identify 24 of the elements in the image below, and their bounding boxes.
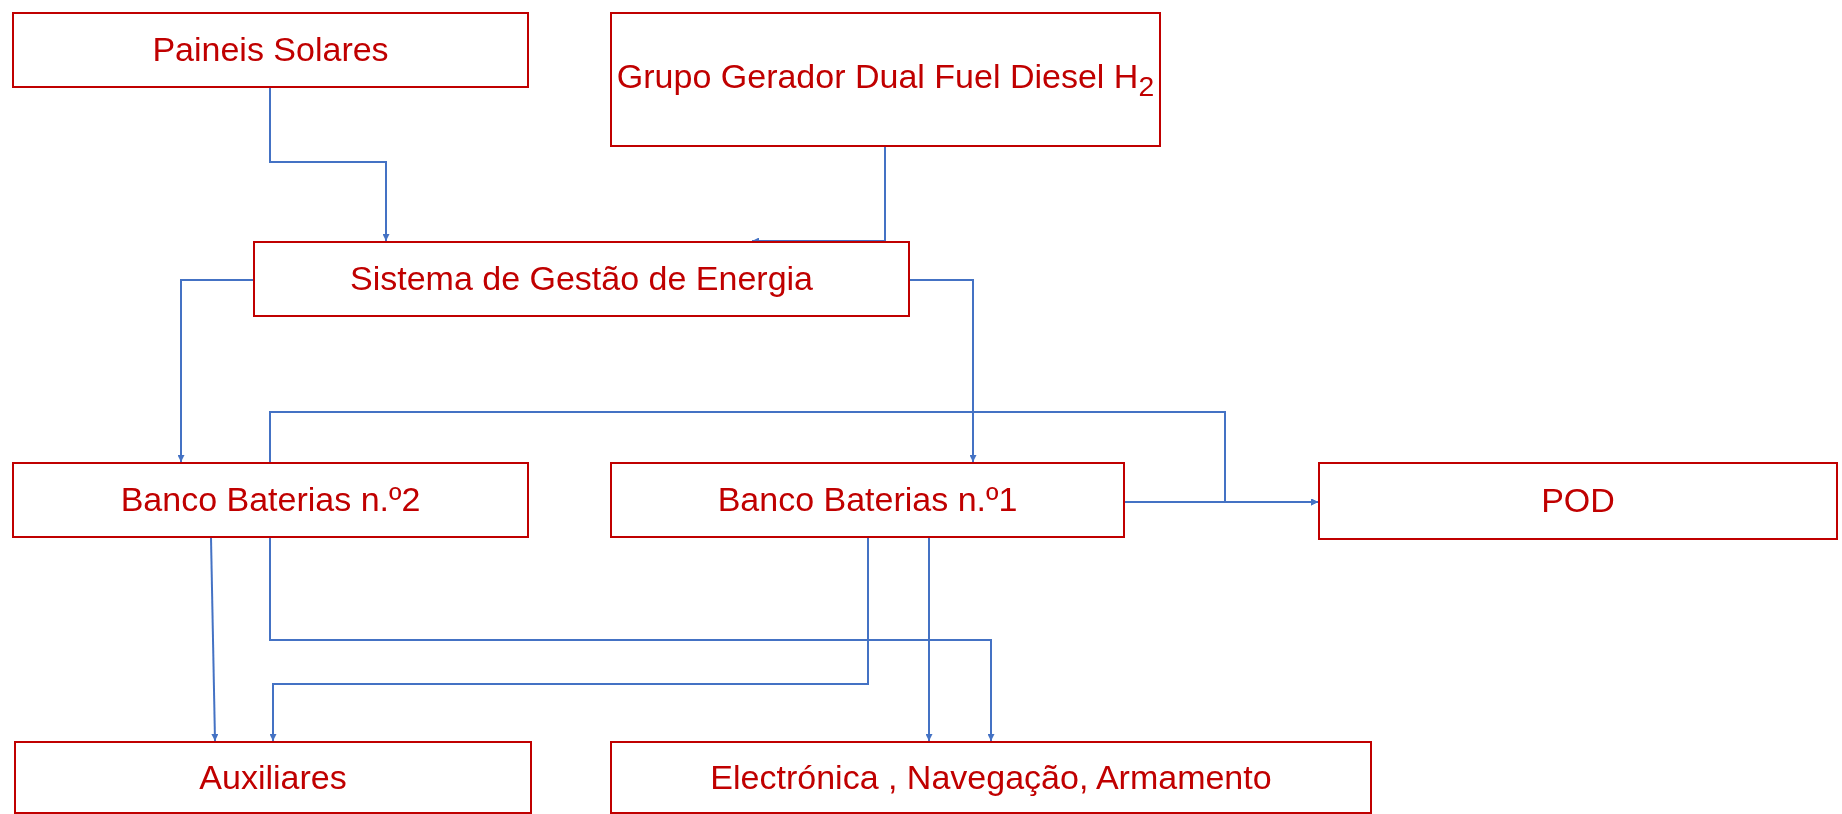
box-label: Electrónica , Navegação, Armamento	[710, 756, 1272, 798]
connector-arrow	[210, 537, 219, 742]
connector-arrow	[269, 537, 995, 742]
box-label: Grupo Gerador Dual Fuel Diesel H$_{2}$	[616, 56, 1155, 104]
connector-arrow	[925, 537, 933, 742]
box-label: Auxiliares	[199, 756, 347, 798]
box-label: Banco Baterias n.º1	[717, 479, 1018, 521]
process-box	[610, 12, 1161, 147]
process-box	[610, 741, 1372, 814]
process-box	[610, 462, 1125, 538]
connector-arrow	[909, 279, 977, 463]
process-box	[1318, 462, 1838, 540]
connector-arrow	[269, 87, 390, 242]
box-label: Sistema de Gestão de Energia	[349, 258, 814, 300]
process-box	[14, 741, 532, 814]
process-box	[12, 462, 529, 538]
box-label: Paineis Solares	[152, 29, 389, 71]
connector-arrow	[269, 537, 869, 742]
connector-arrow	[1124, 498, 1319, 506]
connector-arrow	[177, 279, 254, 463]
box-label: Banco Baterias n.º2	[120, 479, 421, 521]
process-box	[12, 12, 529, 88]
box-label: POD	[1541, 480, 1615, 522]
process-box	[253, 241, 910, 317]
